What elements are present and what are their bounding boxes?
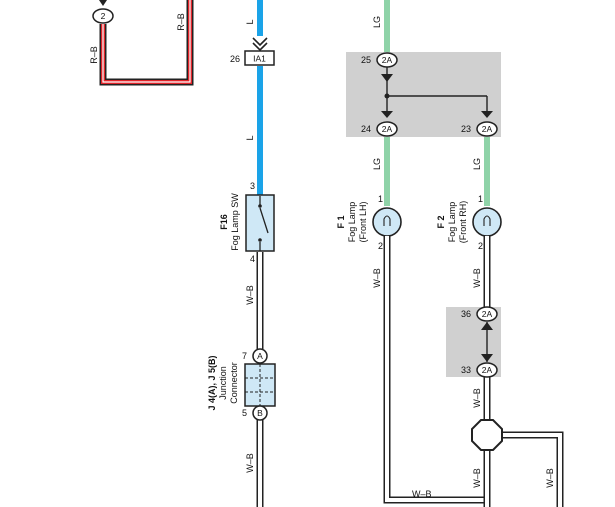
lg-wires [384, 0, 490, 206]
top-connector-pin-label: 2 [101, 11, 106, 21]
junction-pin-b: 5 [242, 408, 247, 418]
wire-label-w-b-horizontal: W–B [412, 489, 432, 499]
wire-label-w-b-f1: W–B [372, 268, 382, 288]
fog-lamp-lh-pin-bottom: 2 [378, 241, 383, 251]
junction-pin-a: 7 [242, 351, 247, 361]
wire-label-rb-right: R–B [176, 13, 186, 31]
wire-label-l-mid: L [245, 135, 255, 140]
fog-switch-pin-top: 3 [250, 181, 255, 191]
svg-text:A: A [257, 351, 263, 361]
svg-text:B: B [257, 408, 263, 418]
fog-lamp-lh-name-line2: (Front LH) [358, 201, 368, 242]
connector-2a-pin-25: 25 [361, 55, 371, 65]
wire-label-l-top: L [245, 19, 255, 24]
top-connector-pin: 2 [92, 8, 114, 24]
fog-lamp-rh-pin-bottom: 2 [478, 241, 483, 251]
wire-label-w-b-f2-bottom: W–B [472, 468, 482, 488]
fog-lamp-rh-name-line2: (Front RH) [458, 201, 468, 244]
fog-lamp-lh-name-line1: Fog Lamp [347, 202, 357, 243]
double-chevron-icon [252, 37, 268, 52]
svg-text:2A: 2A [382, 55, 393, 65]
top-arrow-icon [99, 0, 107, 6]
fog-lamp-rh-ref: F 2 [436, 215, 446, 228]
connector-2a-tag-36: 2A [476, 306, 498, 322]
junction-name-line2: Connector [229, 362, 239, 404]
junction-pin-a-badge: A [252, 348, 268, 364]
connector-2a-pin-36: 36 [461, 309, 471, 319]
connector-2a-pin-33: 33 [461, 365, 471, 375]
wire-label-lg-left: LG [372, 158, 382, 170]
wire-label-lg-top: LG [372, 16, 382, 28]
wire-label-w-b-switch: W–B [245, 285, 255, 305]
wire-label-lg-right: LG [472, 158, 482, 170]
wire-label-w-b-lower: W–B [245, 453, 255, 473]
connector-2a-pin-23: 23 [461, 124, 471, 134]
fog-lamp-switch [245, 194, 275, 252]
junction-name-line1: Junction [218, 366, 228, 400]
connector-2a-lower-internal [481, 322, 493, 362]
svg-text:2A: 2A [382, 124, 393, 134]
fog-lamp-rh-pin-top: 1 [478, 194, 483, 204]
connector-2a-tag-33: 2A [476, 362, 498, 378]
connector-2a-tag-24: 2A [376, 121, 398, 137]
connector-2a-tag-25: 2A [376, 52, 398, 68]
svg-text:2A: 2A [482, 309, 493, 319]
connector-2a-upper-internal [381, 67, 493, 118]
wire-label-rb-left: R–B [89, 46, 99, 64]
connector-2a-pin-24: 24 [361, 124, 371, 134]
connector-2a-tag-23: 2A [476, 121, 498, 137]
fog-lamp-rh-name-line1: Fog Lamp [447, 202, 457, 243]
junction-ref: J 4(A), J 5(B) [207, 355, 217, 410]
fog-switch-ref: F16 [219, 214, 229, 230]
fog-lamp-lh-pin-top: 1 [378, 194, 383, 204]
connector-2a-upper-box [346, 52, 501, 137]
fog-switch-name: Fog Lamp SW [230, 193, 240, 251]
splice-point-octagon [471, 419, 503, 451]
fog-switch-pin-bottom: 4 [250, 254, 255, 264]
svg-text:2A: 2A [482, 365, 493, 375]
wire-label-w-b-f2-lower: W–B [472, 388, 482, 408]
wire-label-w-b-far-right: W–B [545, 468, 555, 488]
junction-pin-b-badge: B [252, 405, 268, 421]
ia1-connector: IA1 [244, 50, 275, 66]
svg-text:2A: 2A [482, 124, 493, 134]
fog-lamp-rh [472, 207, 502, 237]
ia1-pin: 26 [230, 54, 240, 64]
fog-lamp-lh [372, 207, 402, 237]
ia1-label: IA1 [253, 54, 266, 64]
rb-wire-loop [99, 0, 194, 86]
fog-lamp-lh-ref: F 1 [336, 215, 346, 228]
junction-connector [244, 363, 276, 407]
w-b-wire-lamps [383, 236, 564, 507]
wire-label-w-b-f2: W–B [472, 268, 482, 288]
